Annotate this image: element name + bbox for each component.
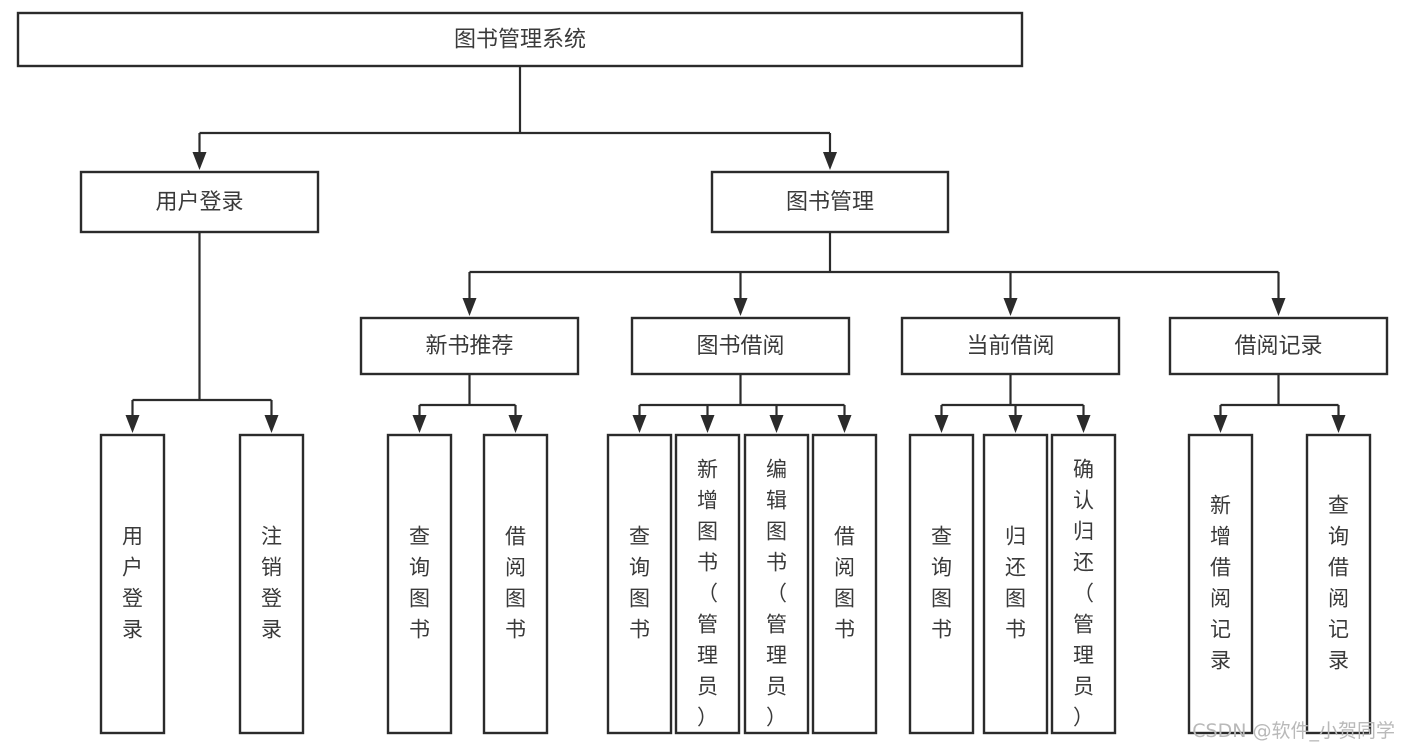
- node-box-user-login[interactable]: [79, 170, 320, 234]
- node-label-leaf-edit-book: 编辑图书（管理员）: [766, 458, 787, 730]
- node-label-book-manage: 图书管理: [786, 190, 874, 215]
- arrow-head-icon: [1271, 298, 1286, 316]
- node-label-leaf-return-book: 归还图书: [1005, 525, 1026, 642]
- arrow-head-icon: [1213, 415, 1228, 433]
- node-current-borrow[interactable]: 当前借阅: [900, 316, 1121, 376]
- node-leaf-query-book-rec[interactable]: 查询图书: [386, 433, 453, 735]
- node-label-leaf-query-book-current: 查询图书: [931, 525, 952, 642]
- node-leaf-query-book-current[interactable]: 查询图书: [908, 433, 975, 735]
- node-label-leaf-confirm-return: 确认归还（管理员）: [1073, 458, 1094, 730]
- node-book-manage[interactable]: 图书管理: [710, 170, 950, 234]
- node-box-book-manage[interactable]: [710, 170, 950, 234]
- node-box-leaf-user-logout[interactable]: [238, 433, 305, 735]
- node-leaf-user-login[interactable]: 用户登录: [99, 433, 166, 735]
- node-box-leaf-confirm-return[interactable]: [1050, 433, 1117, 735]
- node-box-leaf-borrow-book[interactable]: [811, 433, 878, 735]
- connector-group-new-book-rec: [412, 374, 523, 433]
- node-box-leaf-user-login[interactable]: [99, 433, 166, 735]
- arrow-head-icon: [1331, 415, 1346, 433]
- node-box-leaf-query-book-borrow[interactable]: [606, 433, 673, 735]
- connector-group-current-borrow: [934, 374, 1091, 433]
- arrow-head-icon: [837, 415, 852, 433]
- watermark-label: CSDN @软件_小贺同学: [1192, 720, 1395, 742]
- node-box-root[interactable]: [16, 11, 1024, 68]
- arrow-head-icon: [700, 415, 715, 433]
- node-box-leaf-query-book-current[interactable]: [908, 433, 975, 735]
- node-box-current-borrow[interactable]: [900, 316, 1121, 376]
- connector-group-book-borrow: [632, 374, 852, 433]
- connector-layer: [125, 66, 1346, 433]
- node-leaf-borrow-book[interactable]: 借阅图书: [811, 433, 878, 735]
- arrow-head-icon: [1003, 298, 1018, 316]
- node-leaf-query-record[interactable]: 查询借阅记录: [1305, 433, 1372, 735]
- node-leaf-user-logout[interactable]: 注销登录: [238, 433, 305, 735]
- node-label-borrow-record: 借阅记录: [1234, 334, 1322, 359]
- node-leaf-add-book[interactable]: 新增图书（管理员）: [674, 433, 741, 735]
- node-layer: 图书管理系统用户登录图书管理新书推荐图书借阅当前借阅借阅记录用户登录注销登录查询…: [16, 11, 1389, 735]
- connector-group-book-manage: [462, 232, 1286, 316]
- node-box-new-book-rec[interactable]: [359, 316, 580, 376]
- node-box-leaf-add-record[interactable]: [1187, 433, 1254, 735]
- node-new-book-rec[interactable]: 新书推荐: [359, 316, 580, 376]
- node-box-leaf-edit-book[interactable]: [743, 433, 810, 735]
- arrow-head-icon: [192, 152, 207, 170]
- arrow-head-icon: [1076, 415, 1091, 433]
- node-label-leaf-user-login: 用户登录: [122, 525, 143, 642]
- node-label-leaf-borrow-book-rec: 借阅图书: [505, 525, 526, 642]
- node-box-leaf-query-book-rec[interactable]: [386, 433, 453, 735]
- node-leaf-add-record[interactable]: 新增借阅记录: [1187, 433, 1254, 735]
- node-label-leaf-user-logout: 注销登录: [261, 525, 282, 642]
- node-label-leaf-query-book-borrow: 查询图书: [629, 525, 650, 642]
- node-label-leaf-query-record: 查询借阅记录: [1328, 494, 1349, 673]
- arrow-head-icon: [508, 415, 523, 433]
- node-label-leaf-borrow-book: 借阅图书: [834, 525, 855, 642]
- node-book-borrow[interactable]: 图书借阅: [630, 316, 851, 376]
- connector-group-user-login: [125, 232, 279, 433]
- arrow-head-icon: [462, 298, 477, 316]
- arrow-head-icon: [1008, 415, 1023, 433]
- node-leaf-return-book[interactable]: 归还图书: [982, 433, 1049, 735]
- node-label-new-book-rec: 新书推荐: [425, 334, 513, 359]
- arrow-head-icon: [632, 415, 647, 433]
- arrow-head-icon: [823, 152, 837, 170]
- node-box-leaf-borrow-book-rec[interactable]: [482, 433, 549, 735]
- arrow-head-icon: [264, 415, 279, 433]
- node-leaf-borrow-book-rec[interactable]: 借阅图书: [482, 433, 549, 735]
- node-label-current-borrow: 当前借阅: [966, 334, 1054, 359]
- node-root[interactable]: 图书管理系统: [16, 11, 1024, 68]
- arrow-head-icon: [769, 415, 784, 433]
- node-box-leaf-add-book[interactable]: [674, 433, 741, 735]
- node-box-book-borrow[interactable]: [630, 316, 851, 376]
- node-label-book-borrow: 图书借阅: [696, 334, 784, 359]
- arrow-head-icon: [934, 415, 949, 433]
- node-leaf-edit-book[interactable]: 编辑图书（管理员）: [743, 433, 810, 735]
- connector-group-root: [192, 66, 837, 170]
- node-leaf-query-book-borrow[interactable]: 查询图书: [606, 433, 673, 735]
- node-label-root: 图书管理系统: [454, 28, 586, 53]
- node-borrow-record[interactable]: 借阅记录: [1168, 316, 1389, 376]
- arrow-head-icon: [412, 415, 427, 433]
- node-box-borrow-record[interactable]: [1168, 316, 1389, 376]
- connector-group-borrow-record: [1213, 374, 1346, 433]
- arrow-head-icon: [733, 298, 748, 316]
- node-label-leaf-add-record: 新增借阅记录: [1210, 494, 1231, 673]
- node-box-leaf-return-book[interactable]: [982, 433, 1049, 735]
- node-box-leaf-query-record[interactable]: [1305, 433, 1372, 735]
- node-user-login[interactable]: 用户登录: [79, 170, 320, 234]
- node-label-user-login: 用户登录: [155, 190, 243, 215]
- node-label-leaf-add-book: 新增图书（管理员）: [697, 458, 718, 730]
- node-leaf-confirm-return[interactable]: 确认归还（管理员）: [1050, 433, 1117, 735]
- arrow-head-icon: [125, 415, 140, 433]
- node-label-leaf-query-book-rec: 查询图书: [409, 525, 430, 642]
